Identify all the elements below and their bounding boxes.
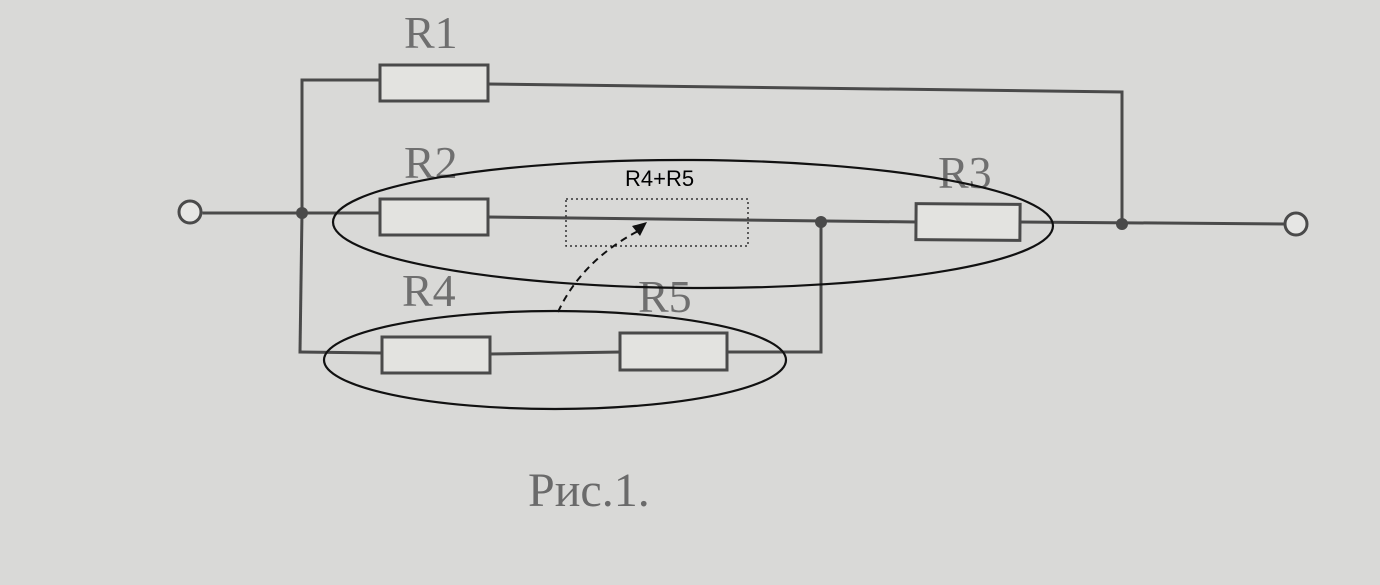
terminal-output xyxy=(1283,211,1309,237)
wire-to-r4 xyxy=(298,350,384,355)
label-r5: R5 xyxy=(638,271,692,322)
resistor-r1 xyxy=(378,63,490,103)
terminal-input xyxy=(177,199,203,225)
figure-caption: Рис.1. xyxy=(528,464,650,517)
ellipse-series-r2-r3 xyxy=(331,158,1055,290)
resistor-r4 xyxy=(380,335,492,375)
arrow-head-icon xyxy=(632,222,647,236)
resistor-r3 xyxy=(914,202,1022,242)
resistor-r2 xyxy=(378,197,490,237)
resistor-r5 xyxy=(618,331,729,372)
wire-output xyxy=(1018,220,1285,226)
label-r2: R2 xyxy=(404,137,458,188)
label-r1: R1 xyxy=(404,7,458,58)
wire-r4-r5 xyxy=(488,350,622,356)
wires xyxy=(202,78,1285,356)
wire-r1-right xyxy=(486,82,1124,94)
dashed-arrow xyxy=(557,229,641,313)
label-r4: R4 xyxy=(402,265,456,316)
ellipse-series-r4-r5 xyxy=(322,309,788,411)
wire-r2-r3 xyxy=(486,215,918,224)
equivalent-label: R4+R5 xyxy=(625,166,694,191)
label-r3: R3 xyxy=(938,147,992,198)
junction-node-left xyxy=(296,207,308,219)
wire-left-bottom xyxy=(298,211,304,354)
junction-node-right xyxy=(1116,218,1128,230)
junction-node-middle xyxy=(815,216,827,228)
equivalent-resistor-box xyxy=(565,198,749,247)
